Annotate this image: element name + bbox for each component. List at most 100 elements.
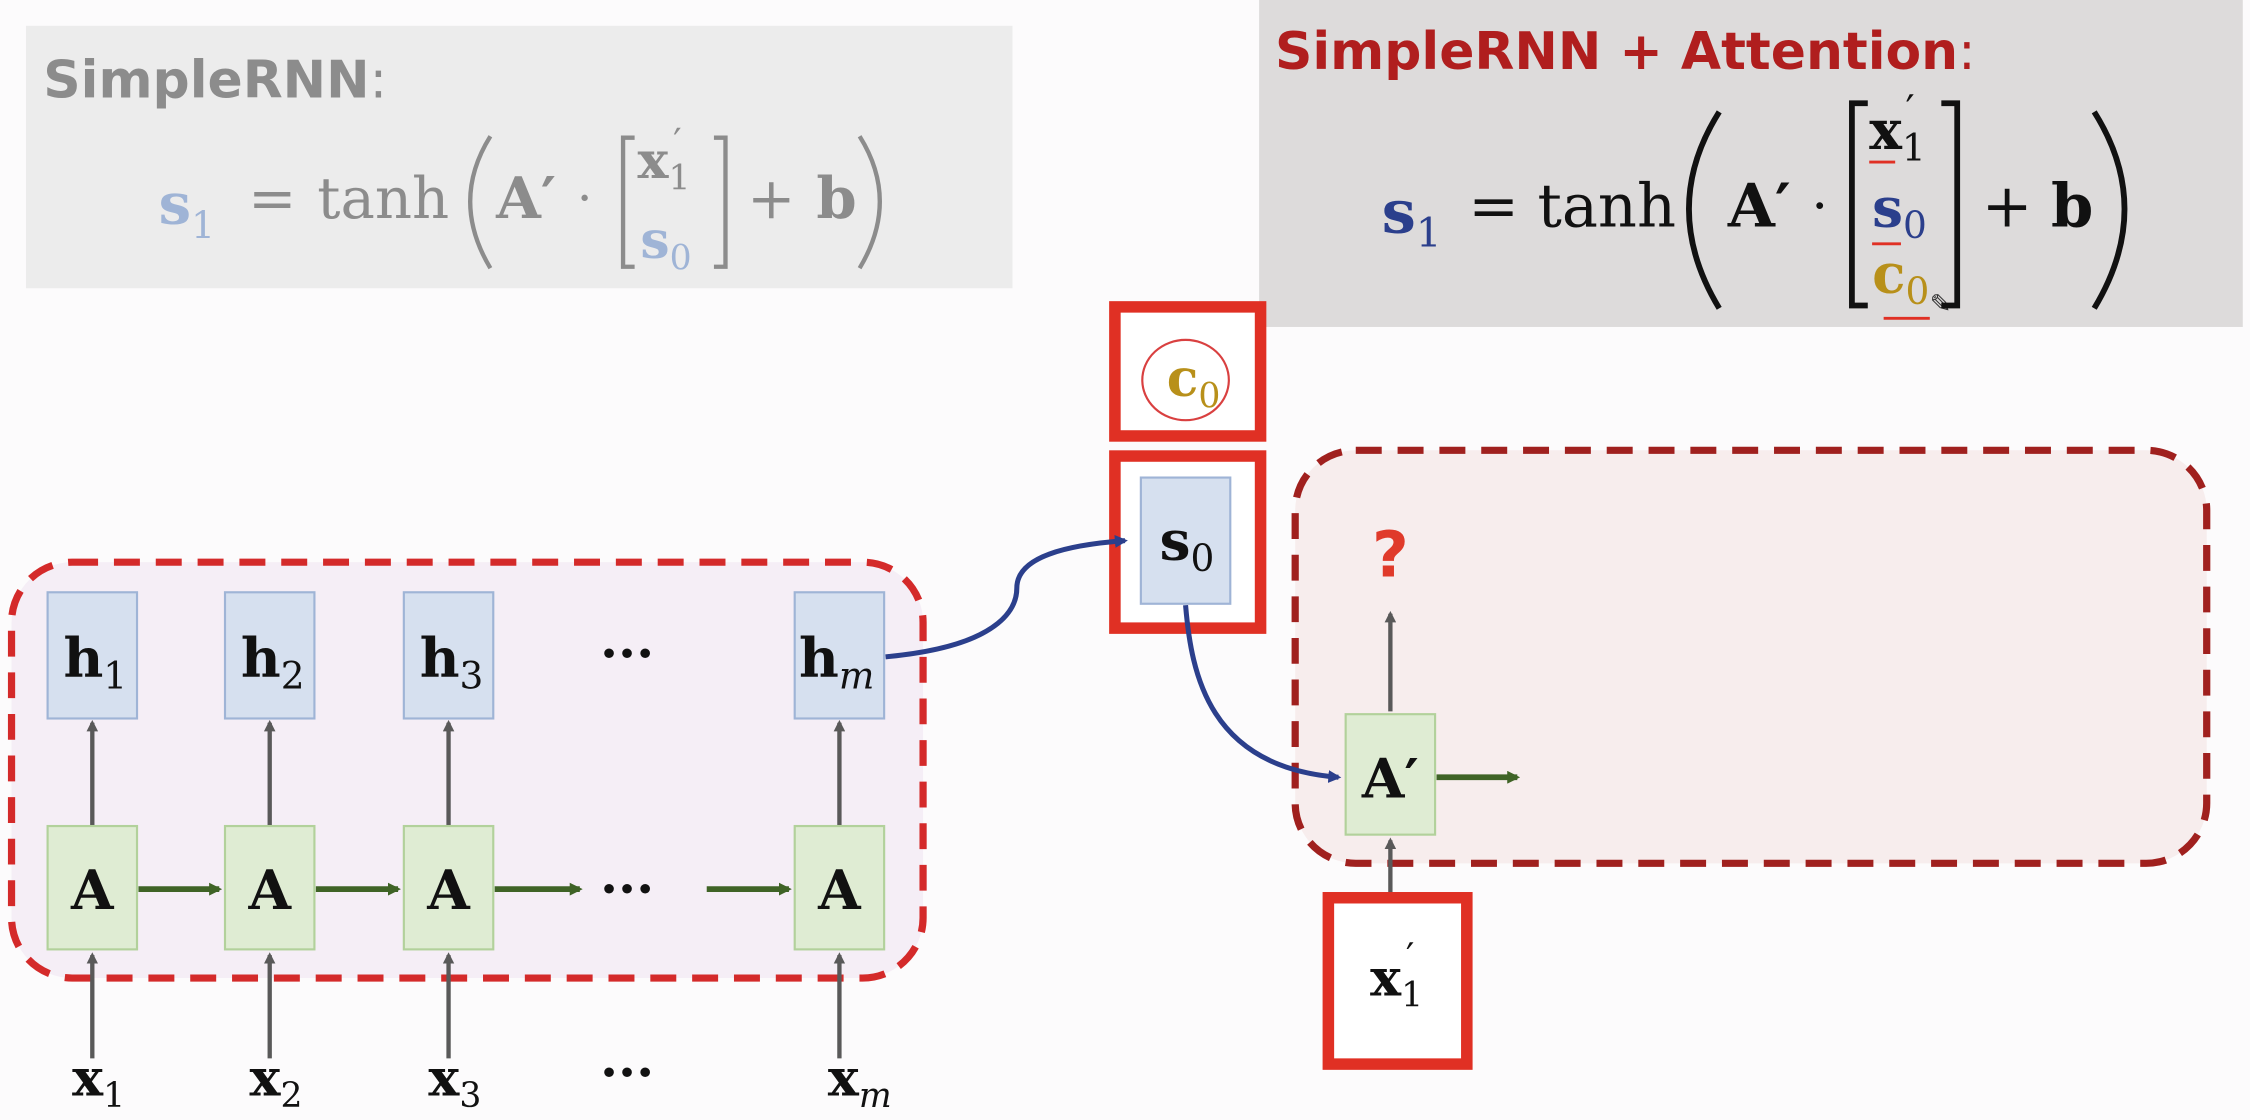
simplernn-tanh: tanh (317, 165, 449, 232)
hidden-ellipsis: ··· (600, 623, 654, 684)
x1-sub: 1 (103, 1076, 125, 1116)
svg-text:h3: h3 (420, 626, 484, 697)
x1p-label: x (1370, 947, 1402, 1008)
svg-text:h1: h1 (63, 626, 127, 697)
hidden-state-h1: h1 (46, 591, 139, 720)
context-highlight-box (1109, 301, 1267, 442)
decoder-output-question: ? (1372, 518, 1409, 592)
attention-s-sub: 1 (1416, 211, 1442, 257)
hidden-state-h3: h3 (402, 591, 495, 720)
attention-x: x (1869, 98, 1902, 162)
svg-text:s0: s0 (640, 210, 691, 278)
h1-box (46, 591, 139, 720)
h3-box (402, 591, 495, 720)
s0-label: s (1160, 508, 1191, 572)
attention-s0-sub: 0 (1903, 203, 1927, 247)
svg-text:c0: c0 (1872, 242, 1929, 313)
arrow-s0-decoder-cell (1183, 604, 1342, 783)
context-circle (1141, 338, 1230, 422)
a1-box (46, 824, 139, 951)
attention-left-paren (1686, 110, 1722, 310)
rnn-cell-m: A (793, 824, 886, 951)
input-x2: x2 (250, 1048, 303, 1116)
h2-box (223, 591, 316, 720)
simplernn-panel-bg (25, 25, 1013, 289)
a2-label: A (247, 858, 292, 922)
xm-label: x (828, 1048, 860, 1109)
simplernn-x-sub: 1 (668, 158, 690, 198)
attention-title-colon: : (1958, 22, 1976, 82)
svg-text:hm: hm (799, 626, 874, 697)
x2-sub: 2 (280, 1076, 302, 1116)
svg-text:s0: s0 (1872, 176, 1927, 247)
xm-sub: m (859, 1076, 892, 1116)
cell-ellipsis: ··· (600, 858, 654, 919)
simplernn-s: s (159, 170, 191, 238)
hm-box (793, 591, 886, 720)
svg-text:SimpleRNN + Attention:: SimpleRNN + Attention: (1275, 22, 1976, 82)
attention-x-sub: 1 (1902, 126, 1926, 170)
encoder: h1 h2 h3 ··· hm A A A (7, 558, 927, 1116)
simplernn-title: SimpleRNN (43, 51, 369, 111)
h1-sub: 1 (103, 653, 127, 697)
pen-cursor-icon: ✎ (1930, 290, 1952, 320)
simplernn-dot: · (577, 170, 593, 227)
rnn-cell-1: A (46, 824, 139, 951)
simplernn-x-prime: ′ (673, 120, 682, 164)
input-x1: x1 (72, 1048, 125, 1116)
decoder-cell-box (1344, 713, 1437, 836)
h2-label: h (241, 626, 281, 690)
simplernn-left-paren (468, 135, 493, 270)
hm-sub: m (839, 653, 875, 697)
input-x3: x3 (428, 1048, 481, 1116)
a2-box (223, 824, 316, 951)
c0-label: c (1167, 348, 1199, 409)
simplernn-b: b (816, 164, 856, 232)
s0-sub: 0 (1190, 536, 1214, 580)
input-xm: xm (828, 1048, 892, 1116)
svg-text:SimpleRNN:: SimpleRNN: (43, 51, 387, 111)
attention-panel: SimpleRNN + Attention: s1 = tanh A′ · x1… (1259, 0, 2243, 327)
simplernn-title-colon: : (370, 51, 388, 111)
attention-plus: + (1982, 172, 2033, 242)
svg-text:s1: s1 (159, 170, 215, 247)
simplernn-panel: SimpleRNN: s1 = tanh A′ · x1′ s0 + b (25, 25, 1013, 289)
a1-label: A (70, 858, 115, 922)
s0-box (1139, 476, 1232, 605)
x1p-sub: 1 (1401, 976, 1423, 1016)
simplernn-equals: = (248, 165, 296, 232)
decoder-input-x1-prime: x1′ (1370, 935, 1423, 1016)
attention-left-bracket (1849, 100, 1868, 309)
simplernn-s0-sub: 0 (670, 239, 692, 279)
simplernn-s0: s (640, 210, 669, 271)
attention-s0: s (1872, 176, 1903, 240)
input-highlight-box (1322, 892, 1473, 1070)
attention-title: SimpleRNN + Attention (1275, 22, 1958, 82)
attention-c0-sub: 0 (1905, 269, 1929, 313)
simplernn-plus: + (747, 165, 795, 232)
svg-text:x1′: x1′ (1869, 87, 1926, 169)
a3-box (402, 824, 495, 951)
hm-label: h (799, 626, 839, 690)
attention-equals: = (1468, 172, 1519, 242)
arrow-hm-s0 (885, 534, 1128, 660)
input-ellipsis: ··· (600, 1042, 654, 1103)
attention-panel-bg (1259, 0, 2243, 327)
attention-right-paren (2091, 110, 2128, 310)
attention-b: b (2051, 171, 2093, 242)
svg-text:x1′: x1′ (637, 120, 690, 198)
hidden-state-hm: hm (793, 591, 886, 720)
context-c0: c0 (1167, 348, 1221, 416)
attention-tanh: tanh (1537, 172, 1675, 242)
simplernn-x: x (637, 130, 669, 191)
svg-text:h2: h2 (241, 626, 305, 697)
simplernn-right-paren (857, 135, 882, 270)
svg-text:s1: s1 (1382, 176, 1442, 256)
x3-label: x (428, 1048, 460, 1109)
attention-matrix: A′ (1727, 171, 1791, 242)
attention-right-bracket (1941, 100, 1961, 309)
attention-dot: · (1812, 177, 1829, 237)
decoder: c0 s0 A′ ? x1′ (885, 301, 2211, 1070)
